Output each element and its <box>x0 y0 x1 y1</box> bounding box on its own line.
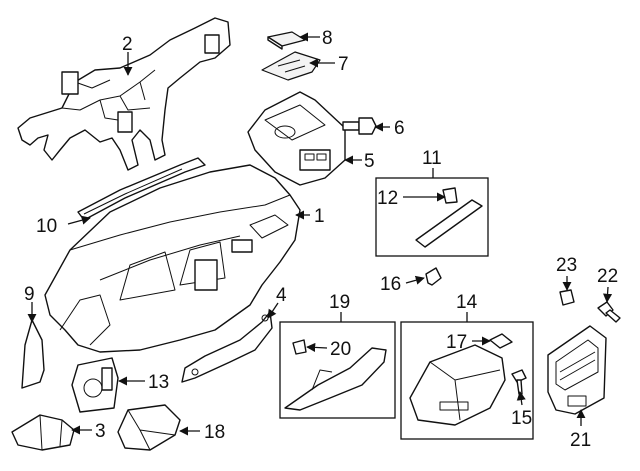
defroster-vent-part <box>77 157 206 221</box>
callout-14: 14 <box>456 292 478 313</box>
clip-12-part <box>442 187 458 204</box>
callout-19: 19 <box>329 292 350 313</box>
knee-bolster-part <box>284 347 387 411</box>
callout-4: 4 <box>276 285 287 306</box>
callout-9: 9 <box>24 284 35 305</box>
callout-labels: 2 8 7 6 5 11 12 1 10 9 4 16 19 14 23 22 … <box>24 28 618 451</box>
clip-20-part <box>292 339 307 355</box>
reinforcement-beam-part <box>17 17 231 171</box>
callout-16: 16 <box>380 274 401 295</box>
glove-box-part <box>409 344 506 426</box>
callout-7: 7 <box>338 54 349 75</box>
pad-part <box>267 31 306 50</box>
callout-23: 23 <box>556 255 577 276</box>
bracket-part <box>11 414 75 451</box>
end-panel-part <box>21 319 45 389</box>
callout-18: 18 <box>204 422 225 443</box>
callout-6: 6 <box>394 118 405 139</box>
callout-20: 20 <box>330 339 351 360</box>
callout-1: 1 <box>314 206 325 227</box>
bolt-part <box>342 117 377 135</box>
instrument-panel-part <box>44 164 301 353</box>
bolster-group-box <box>279 321 396 419</box>
callout-11: 11 <box>422 148 442 169</box>
callout-17: 17 <box>446 332 467 353</box>
callout-21: 21 <box>570 430 591 451</box>
callout-22: 22 <box>597 266 618 287</box>
callout-15: 15 <box>511 408 532 429</box>
clip-16-part <box>425 267 442 286</box>
screw-15-part <box>511 369 527 395</box>
clip-23-part <box>559 289 575 306</box>
molding-part <box>415 199 483 248</box>
bumper-17-part <box>489 333 513 349</box>
trim-panel-part <box>181 311 273 383</box>
molding-group-box <box>375 177 489 257</box>
leader-lines <box>27 32 613 436</box>
vent-bezel-part <box>547 325 607 415</box>
callout-2: 2 <box>122 34 133 55</box>
callout-12: 12 <box>377 188 398 209</box>
callout-8: 8 <box>322 28 333 49</box>
callout-3: 3 <box>95 421 106 442</box>
callout-5: 5 <box>364 151 375 172</box>
insulator-part <box>261 51 321 81</box>
tray-part <box>117 404 181 451</box>
callout-10: 10 <box>36 216 57 237</box>
screw-part <box>597 301 621 323</box>
switch-bezel-part <box>71 357 119 413</box>
callout-13: 13 <box>148 372 169 393</box>
